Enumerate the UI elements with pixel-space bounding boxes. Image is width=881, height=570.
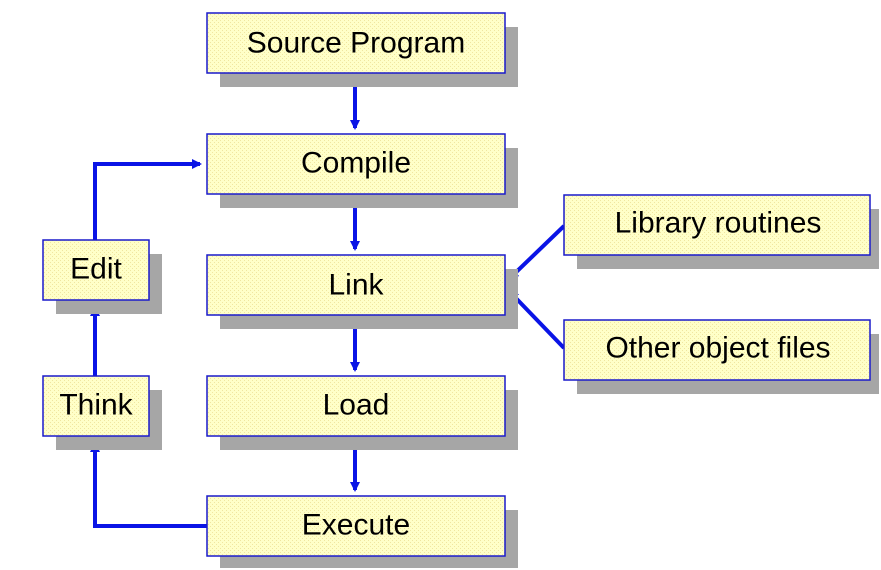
node-label: Think xyxy=(59,389,133,422)
node-label: Edit xyxy=(70,253,122,286)
node-label: Link xyxy=(328,269,384,302)
node-box xyxy=(563,194,871,256)
node-box xyxy=(206,133,506,195)
node-box xyxy=(206,495,506,557)
node-library-routines: Library routines xyxy=(563,194,879,269)
node-link: Link xyxy=(206,254,518,329)
edge-other-to-link xyxy=(508,290,566,350)
node-other-object-files: Other object files xyxy=(563,319,879,394)
node-execute: Execute xyxy=(206,495,518,568)
node-label: Other object files xyxy=(605,332,830,365)
node-label: Compile xyxy=(301,147,411,180)
edge-edit-to-compile xyxy=(93,159,202,240)
edge-execute-to-think xyxy=(90,442,207,528)
edge-library-to-link xyxy=(508,224,566,280)
node-source-program: Source Program xyxy=(206,12,518,87)
node-box xyxy=(206,254,506,316)
node-box xyxy=(42,375,150,437)
node-load: Load xyxy=(206,375,518,450)
node-box xyxy=(206,375,506,437)
node-label: Source Program xyxy=(247,27,465,60)
node-think: Think xyxy=(42,375,162,450)
node-box xyxy=(42,239,150,301)
node-compile: Compile xyxy=(206,133,518,208)
node-box xyxy=(206,12,506,74)
node-edit: Edit xyxy=(42,239,162,314)
node-box xyxy=(563,319,871,381)
node-label: Load xyxy=(323,389,390,422)
node-label: Execute xyxy=(302,509,410,542)
node-label: Library routines xyxy=(615,207,822,240)
